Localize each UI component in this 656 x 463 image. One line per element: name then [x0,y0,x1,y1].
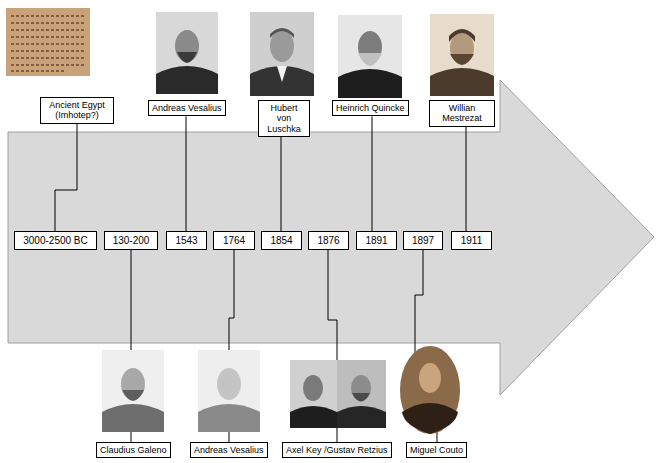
node-text: 1764 [216,232,252,249]
portrait-engraving [102,350,164,432]
node-text: 130-200 [107,232,155,249]
date-box: 1897 [403,231,443,250]
portrait-engraving [198,350,260,432]
portrait-photo [430,14,494,96]
name-box: Andreas Vesalius [190,442,268,458]
node-text: 1543 [169,232,204,249]
portrait-photo [338,15,402,98]
name-box: Heinrich Quincke [332,100,409,116]
portrait-photo [290,360,337,428]
node-text: Axel Key /Gustav Retzius [286,445,388,455]
node-text: 1891 [359,232,394,249]
date-box: 1911 [451,231,492,250]
name-box: Willian Mestrezat [429,100,495,127]
leader-line [186,116,187,231]
papyrus-image [6,8,90,76]
name-box: Miguel Couto [406,442,467,458]
date-box: 1854 [261,231,302,250]
node-text: 3000-2500 BC [17,232,94,249]
name-box: Ancient Egypt (Imhotep?) [40,97,114,124]
node-text: Andreas Vesalius [152,103,222,113]
node-text: 1911 [454,232,489,249]
node-text: Claudius Galeno [100,445,167,455]
node-text: 1897 [406,232,440,249]
timeline-arrow [8,80,654,395]
portrait-oval-photo [400,346,460,434]
portrait-photo [250,12,314,96]
name-box: Hubert von Luschka [258,100,310,137]
node-text: Heinrich Quincke [336,103,405,113]
node-text: 1876 [311,232,346,249]
leader-line [55,124,77,231]
node-text: Hubert von Luschka [262,103,306,134]
date-box: 1543 [166,231,207,250]
date-box: 130-200 [104,231,158,250]
node-text: Willian Mestrezat [433,103,491,124]
leader-line [466,127,467,231]
name-box: Claudius Galeno [96,442,171,458]
name-box: Axel Key /Gustav Retzius [282,442,392,458]
date-box: 3000-2500 BC [14,231,97,250]
leader-line [281,137,282,231]
date-box: 1891 [356,231,397,250]
portrait-photo [337,360,386,428]
date-box: 1876 [308,231,349,250]
portrait-photo [156,12,218,94]
node-text: 1854 [264,232,299,249]
name-box: Andreas Vesalius [148,100,226,116]
node-text: Ancient Egypt (Imhotep?) [44,100,110,121]
node-text: Andreas Vesalius [194,445,264,455]
date-box: 1764 [213,231,255,250]
leader-line [372,116,373,231]
node-text: Miguel Couto [410,445,463,455]
